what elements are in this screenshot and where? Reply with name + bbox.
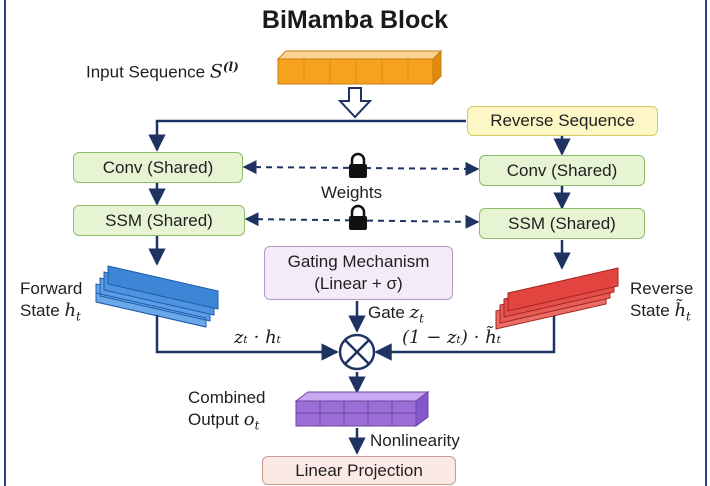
gating-subtitle: (Linear + σ) [314, 274, 403, 293]
diagram-title: BiMamba Block [261, 6, 449, 34]
lock-icon [349, 204, 367, 230]
gate-label: Gate zt [368, 302, 424, 326]
reverse-sequence-box: Reverse Sequence [467, 106, 658, 136]
nonlinearity-label: Nonlinearity [370, 431, 460, 450]
frame-border-right [705, 0, 707, 486]
multiply-node [338, 333, 376, 371]
reverse-state-tensor [495, 267, 619, 330]
input-sequence-tensor [276, 49, 443, 86]
forward-state-label: Forward State ht [20, 279, 83, 324]
conv-shared-left: Conv (Shared) [73, 152, 243, 183]
forward-term-label: zₜ · hₜ [234, 327, 282, 348]
merge-connectors [155, 301, 556, 455]
reverse-state-label: Reverse State h̃t [630, 279, 694, 324]
shared-weight-links [242, 160, 480, 229]
combined-output-label: Combined Output ot [188, 388, 266, 433]
lock-icon [349, 152, 367, 178]
linear-projection-box: Linear Projection [262, 456, 456, 485]
split-connector [148, 119, 466, 152]
gating-mechanism-box: Gating Mechanism (Linear + σ) [264, 246, 453, 300]
reverse-term-label: (1 − zₜ) · h̃ₜ [402, 327, 502, 348]
ssm-shared-left: SSM (Shared) [73, 205, 245, 236]
combined-output-tensor [294, 391, 430, 427]
input-sequence-label: Input Sequence S(l) [86, 60, 239, 83]
ssm-shared-right: SSM (Shared) [479, 208, 645, 239]
forward-state-tensor [95, 265, 219, 328]
conv-shared-right: Conv (Shared) [479, 155, 645, 186]
hollow-down-arrow [337, 87, 373, 119]
weights-label: Weights [321, 183, 383, 202]
gating-title: Gating Mechanism [287, 252, 430, 271]
frame-border-left [4, 0, 6, 486]
